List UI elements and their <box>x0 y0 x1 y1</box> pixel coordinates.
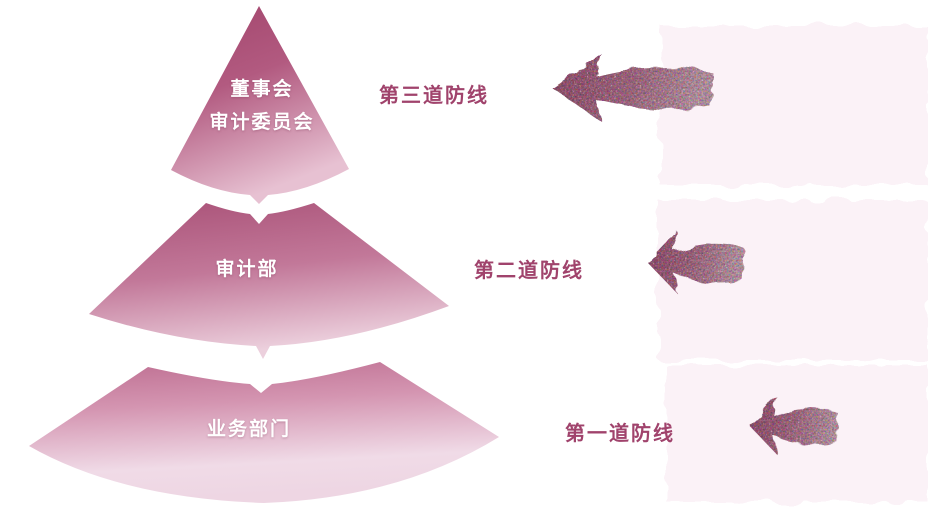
background-panels <box>658 25 928 502</box>
pyramid-shape <box>29 6 499 503</box>
defense-line-1-label: 第一道防线 <box>565 421 675 445</box>
tier-middle-cone <box>89 203 449 359</box>
tier-top-label-line2: 审计委员会 <box>209 111 315 133</box>
tier-middle-label: 审计部 <box>215 258 279 280</box>
defense-line-2-label: 第二道防线 <box>474 258 584 282</box>
tier-top-label-line1: 董事会 <box>230 78 294 100</box>
defense-line-3-label: 第三道防线 <box>379 83 489 107</box>
tier-top-cone <box>171 6 349 204</box>
tier-bottom-label: 业务部门 <box>206 418 291 440</box>
tier-bottom-cone <box>29 362 499 503</box>
